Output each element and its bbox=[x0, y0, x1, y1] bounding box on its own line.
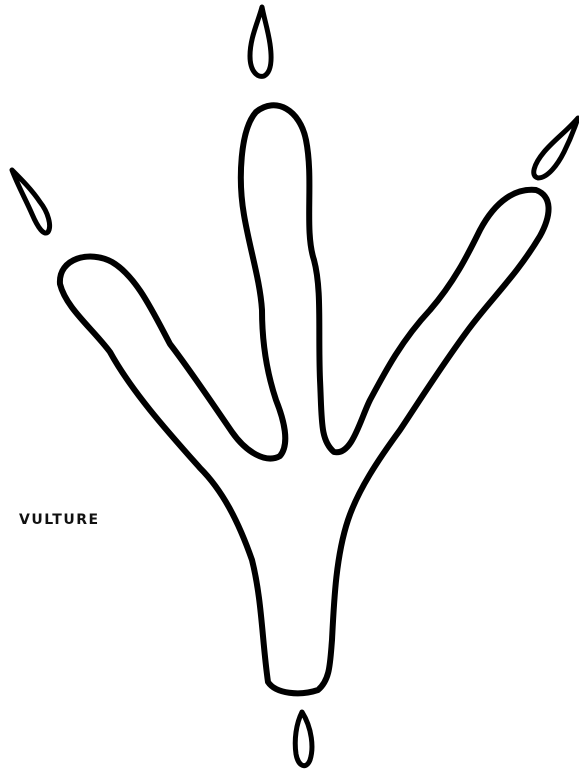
claw-mark-top-icon bbox=[250, 7, 271, 76]
claw-mark-bottom-icon bbox=[295, 712, 312, 766]
claw-mark-left-icon bbox=[12, 170, 50, 233]
footprint-outline-icon bbox=[60, 105, 549, 693]
claw-mark-right-icon bbox=[534, 118, 578, 178]
species-label: VULTURE bbox=[19, 512, 100, 528]
